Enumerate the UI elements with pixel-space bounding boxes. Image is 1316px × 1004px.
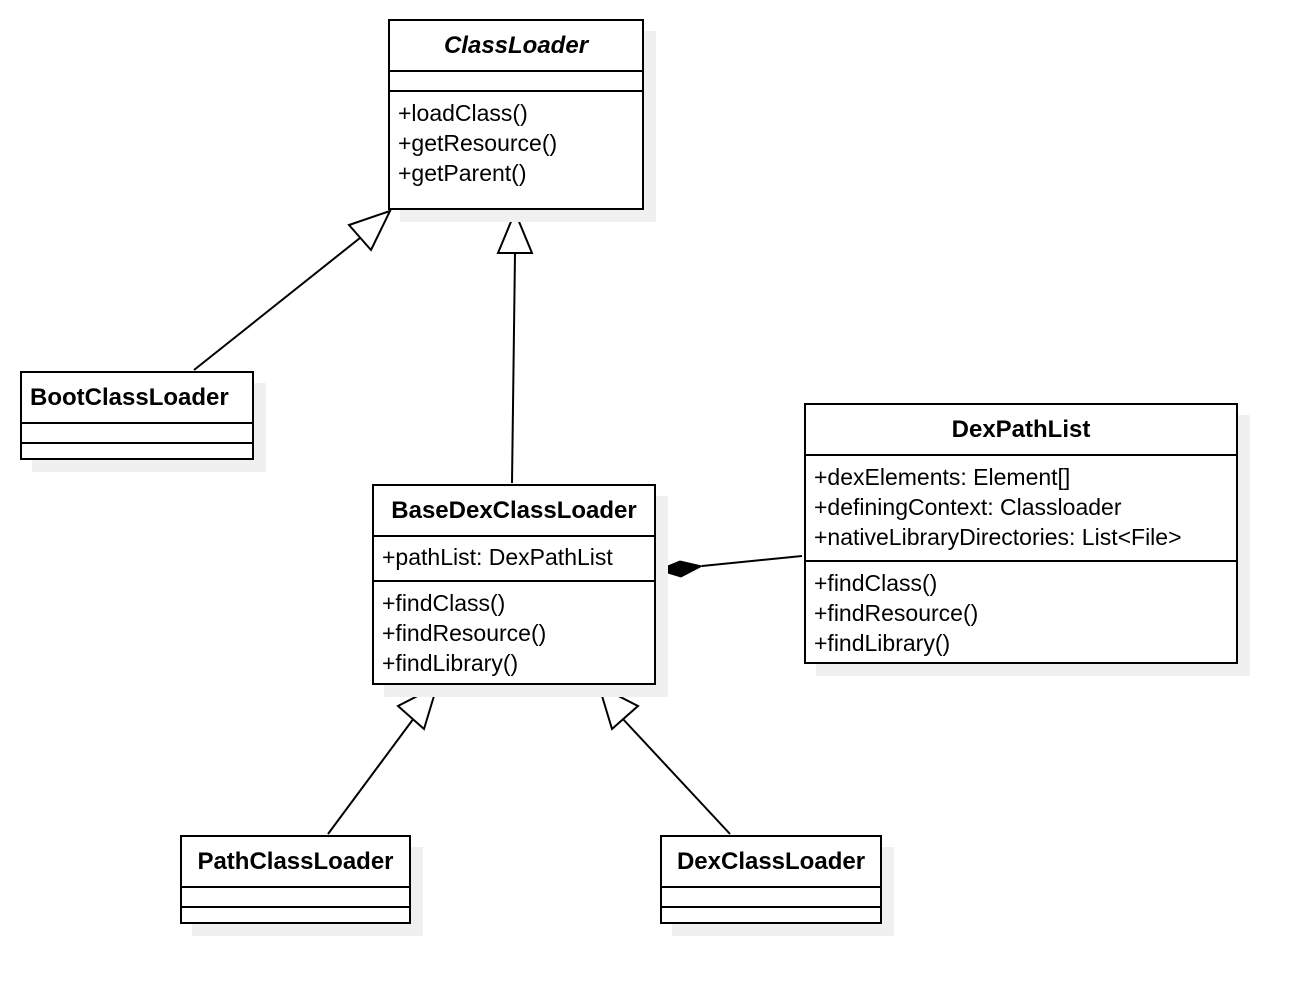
operation-row: +findLibrary() <box>382 650 519 676</box>
class-name-text: ClassLoader <box>443 31 589 59</box>
attribute-row: +pathList: DexPathList <box>382 544 613 570</box>
class-name-text: PathClassLoader <box>197 847 394 875</box>
hollow-arrowhead-icon <box>396 684 439 731</box>
operation-row: +findClass() <box>814 570 938 596</box>
class-box-basedexclassloader: BaseDexClassLoader +pathList: DexPathLis… <box>372 484 656 685</box>
class-name-dexclassloader: DexClassLoader <box>662 837 880 888</box>
operation-row: +loadClass() <box>398 100 528 126</box>
class-name-basedexclassloader: BaseDexClassLoader <box>374 486 654 537</box>
generalization-basedex-to-classloader <box>496 209 534 484</box>
generalization-path-to-basedex <box>327 684 439 835</box>
attributes-section: +dexElements: Element[] +definingContext… <box>806 456 1236 562</box>
operation-row: +findLibrary() <box>814 630 951 656</box>
generalization-dex-to-basedex <box>597 684 731 835</box>
attributes-section <box>390 72 642 92</box>
class-name-pathclassloader: PathClassLoader <box>182 837 409 888</box>
class-name-classloader: ClassLoader <box>390 21 642 72</box>
attribute-row: +dexElements: Element[] <box>814 464 1071 490</box>
attribute-row: +definingContext: Classloader <box>814 494 1122 520</box>
class-name-bootclassloader: BootClassLoader <box>22 373 252 424</box>
hollow-arrowhead-icon <box>496 209 534 254</box>
class-name-text: BaseDexClassLoader <box>391 496 637 524</box>
operation-row: +findResource() <box>814 600 979 626</box>
operation-row: +findResource() <box>382 620 547 646</box>
attribute-row: +nativeLibraryDirectories: List<File> <box>814 524 1182 550</box>
attributes-section <box>182 888 409 908</box>
operation-row: +getResource() <box>398 130 558 156</box>
class-name-text: DexPathList <box>951 415 1091 443</box>
operations-section: +findClass() +findResource() +findLibrar… <box>806 562 1236 658</box>
attributes-section <box>662 888 880 908</box>
filled-diamond-icon <box>656 560 704 578</box>
operations-section: +loadClass() +getResource() +getParent() <box>390 92 642 188</box>
class-box-dexclassloader: DexClassLoader <box>660 835 882 924</box>
operations-section: +findClass() +findResource() +findLibrar… <box>374 582 654 678</box>
attributes-section <box>22 424 252 444</box>
class-box-bootclassloader: BootClassLoader <box>20 371 254 460</box>
class-box-dexpathlist: DexPathList +dexElements: Element[] +def… <box>804 403 1238 664</box>
class-name-text: BootClassLoader <box>30 383 229 411</box>
hollow-arrowhead-icon <box>597 684 640 731</box>
class-box-classloader: ClassLoader +loadClass() +getResource() … <box>388 19 644 210</box>
composition-dexpathlist-to-basedex <box>656 555 803 578</box>
operation-row: +findClass() <box>382 590 506 616</box>
class-name-dexpathlist: DexPathList <box>806 405 1236 456</box>
class-name-text: DexClassLoader <box>676 847 866 875</box>
hollow-arrowhead-icon <box>347 209 392 252</box>
class-box-pathclassloader: PathClassLoader <box>180 835 411 924</box>
generalization-boot-to-classloader <box>193 209 392 371</box>
operation-row: +getParent() <box>398 160 527 186</box>
attributes-section: +pathList: DexPathList <box>374 537 654 582</box>
